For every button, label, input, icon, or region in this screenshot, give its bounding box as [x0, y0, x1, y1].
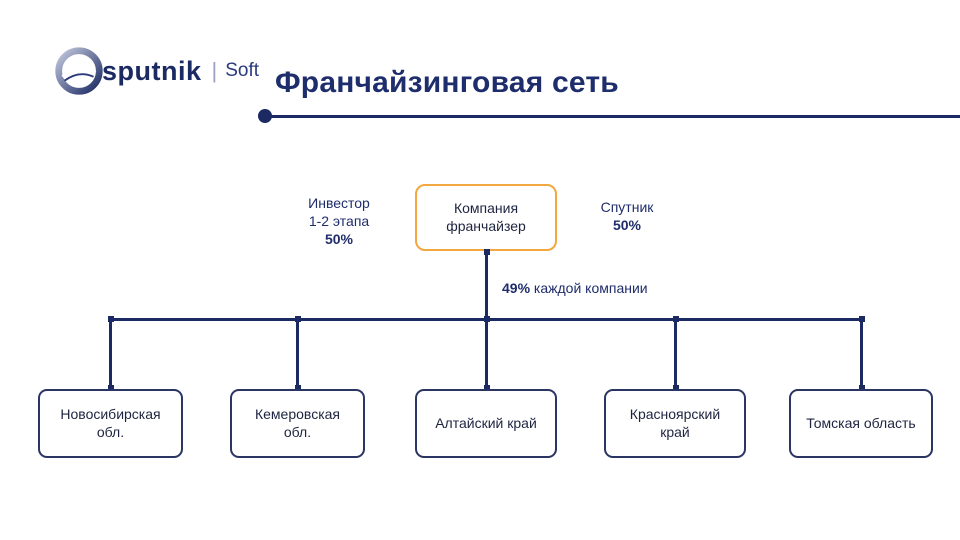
- junction-bottom-3: [484, 385, 490, 391]
- junction-bottom-5: [859, 385, 865, 391]
- logo-brand: sputnik: [102, 55, 202, 86]
- org-node-label: Томская область: [806, 414, 916, 431]
- edge-label-text: каждой компании: [530, 280, 648, 296]
- junction-top-4: [673, 316, 679, 322]
- note-investor-percent: 50%: [324, 231, 354, 248]
- org-node-label: Кемеровская обл.: [254, 406, 340, 440]
- logo-suffix: Soft: [225, 60, 260, 81]
- junction-bottom-4: [673, 385, 679, 391]
- org-node-region-novosibirsk[interactable]: Новосибирская обл.: [38, 389, 183, 458]
- connector-drop-1: [109, 318, 112, 390]
- connector-root-vertical: [485, 251, 488, 320]
- note-investor-line2: 1-2 этапа: [308, 213, 370, 230]
- org-node-root[interactable]: Компания франчайзер: [415, 184, 557, 251]
- org-node-region-tomsk[interactable]: Томская область: [789, 389, 933, 458]
- page-title: Франчайзинговая сеть: [275, 66, 619, 99]
- org-node-label: Алтайский край: [435, 414, 537, 431]
- connector-drop-4: [674, 318, 677, 390]
- note-investor: Инвестор 1-2 этапа 50%: [295, 194, 383, 249]
- connector-drop-5: [860, 318, 863, 390]
- note-investor-line1: Инвестор: [308, 195, 370, 211]
- junction-top-3: [484, 316, 490, 322]
- connector-drop-3: [485, 318, 488, 390]
- globe-icon: [55, 47, 103, 95]
- note-sputnik-line1: Спутник: [600, 199, 654, 215]
- edge-label: 49% каждой компании: [502, 280, 648, 296]
- org-node-region-krasnoyarsk[interactable]: Красноярский край: [604, 389, 746, 458]
- org-node-region-kemerovo[interactable]: Кемеровская обл.: [230, 389, 365, 458]
- org-node-region-altai[interactable]: Алтайский край: [415, 389, 557, 458]
- junction-bottom-2: [295, 385, 301, 391]
- edge-label-percent: 49%: [502, 280, 531, 296]
- junction-bottom-1: [108, 385, 114, 391]
- connector-drop-2: [296, 318, 299, 390]
- junction-top-5: [859, 316, 865, 322]
- note-sputnik: Спутник 50%: [590, 198, 664, 234]
- org-node-label: Новосибирская обл.: [60, 406, 161, 440]
- logo-divider: |: [211, 58, 218, 83]
- logo: sputnik | Soft: [50, 42, 259, 100]
- junction-root: [484, 249, 490, 255]
- junction-top-1: [108, 316, 114, 322]
- org-node-label: Красноярский край: [629, 406, 721, 440]
- note-sputnik-percent: 50%: [612, 217, 642, 234]
- title-rule: [264, 115, 960, 118]
- junction-top-2: [295, 316, 301, 322]
- org-node-root-label: Компания франчайзер: [446, 200, 526, 234]
